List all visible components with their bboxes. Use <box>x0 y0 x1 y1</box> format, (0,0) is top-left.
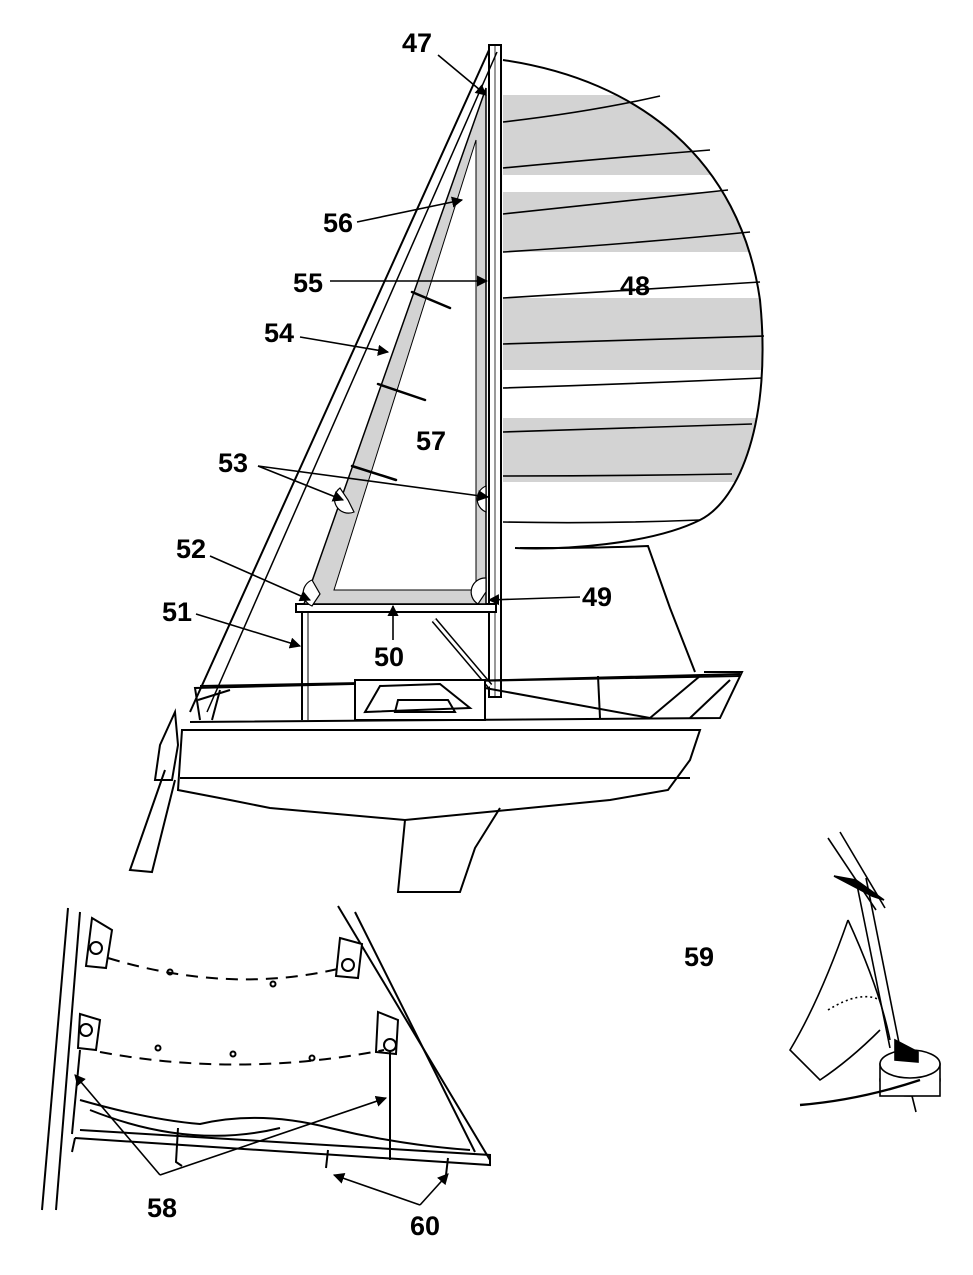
label-58: 58 <box>147 1193 177 1223</box>
mainsail <box>302 87 487 607</box>
forestay-inner <box>206 51 498 713</box>
label-60: 60 <box>410 1211 440 1241</box>
label-57: 57 <box>416 426 446 456</box>
label-53: 53 <box>218 448 248 478</box>
forestay <box>189 49 490 713</box>
label-55: 55 <box>293 268 323 298</box>
sail-battens <box>350 290 452 482</box>
label-51: 51 <box>162 597 192 627</box>
winch-detail <box>788 831 941 1113</box>
label-59: 59 <box>684 942 714 972</box>
label-56: 56 <box>323 208 353 238</box>
boom-vang-core <box>432 619 492 687</box>
label-48: 48 <box>620 271 650 301</box>
label-47: 47 <box>402 28 432 58</box>
label-49: 49 <box>582 582 612 612</box>
label-54: 54 <box>264 318 294 348</box>
label-52: 52 <box>176 534 206 564</box>
boom <box>295 603 497 613</box>
hull <box>128 671 744 893</box>
leader-lines <box>74 54 581 1206</box>
spinnaker-sail <box>502 59 765 673</box>
label-50: 50 <box>374 642 404 672</box>
mast <box>488 44 502 698</box>
detail-view-sail-foot <box>41 905 491 1211</box>
